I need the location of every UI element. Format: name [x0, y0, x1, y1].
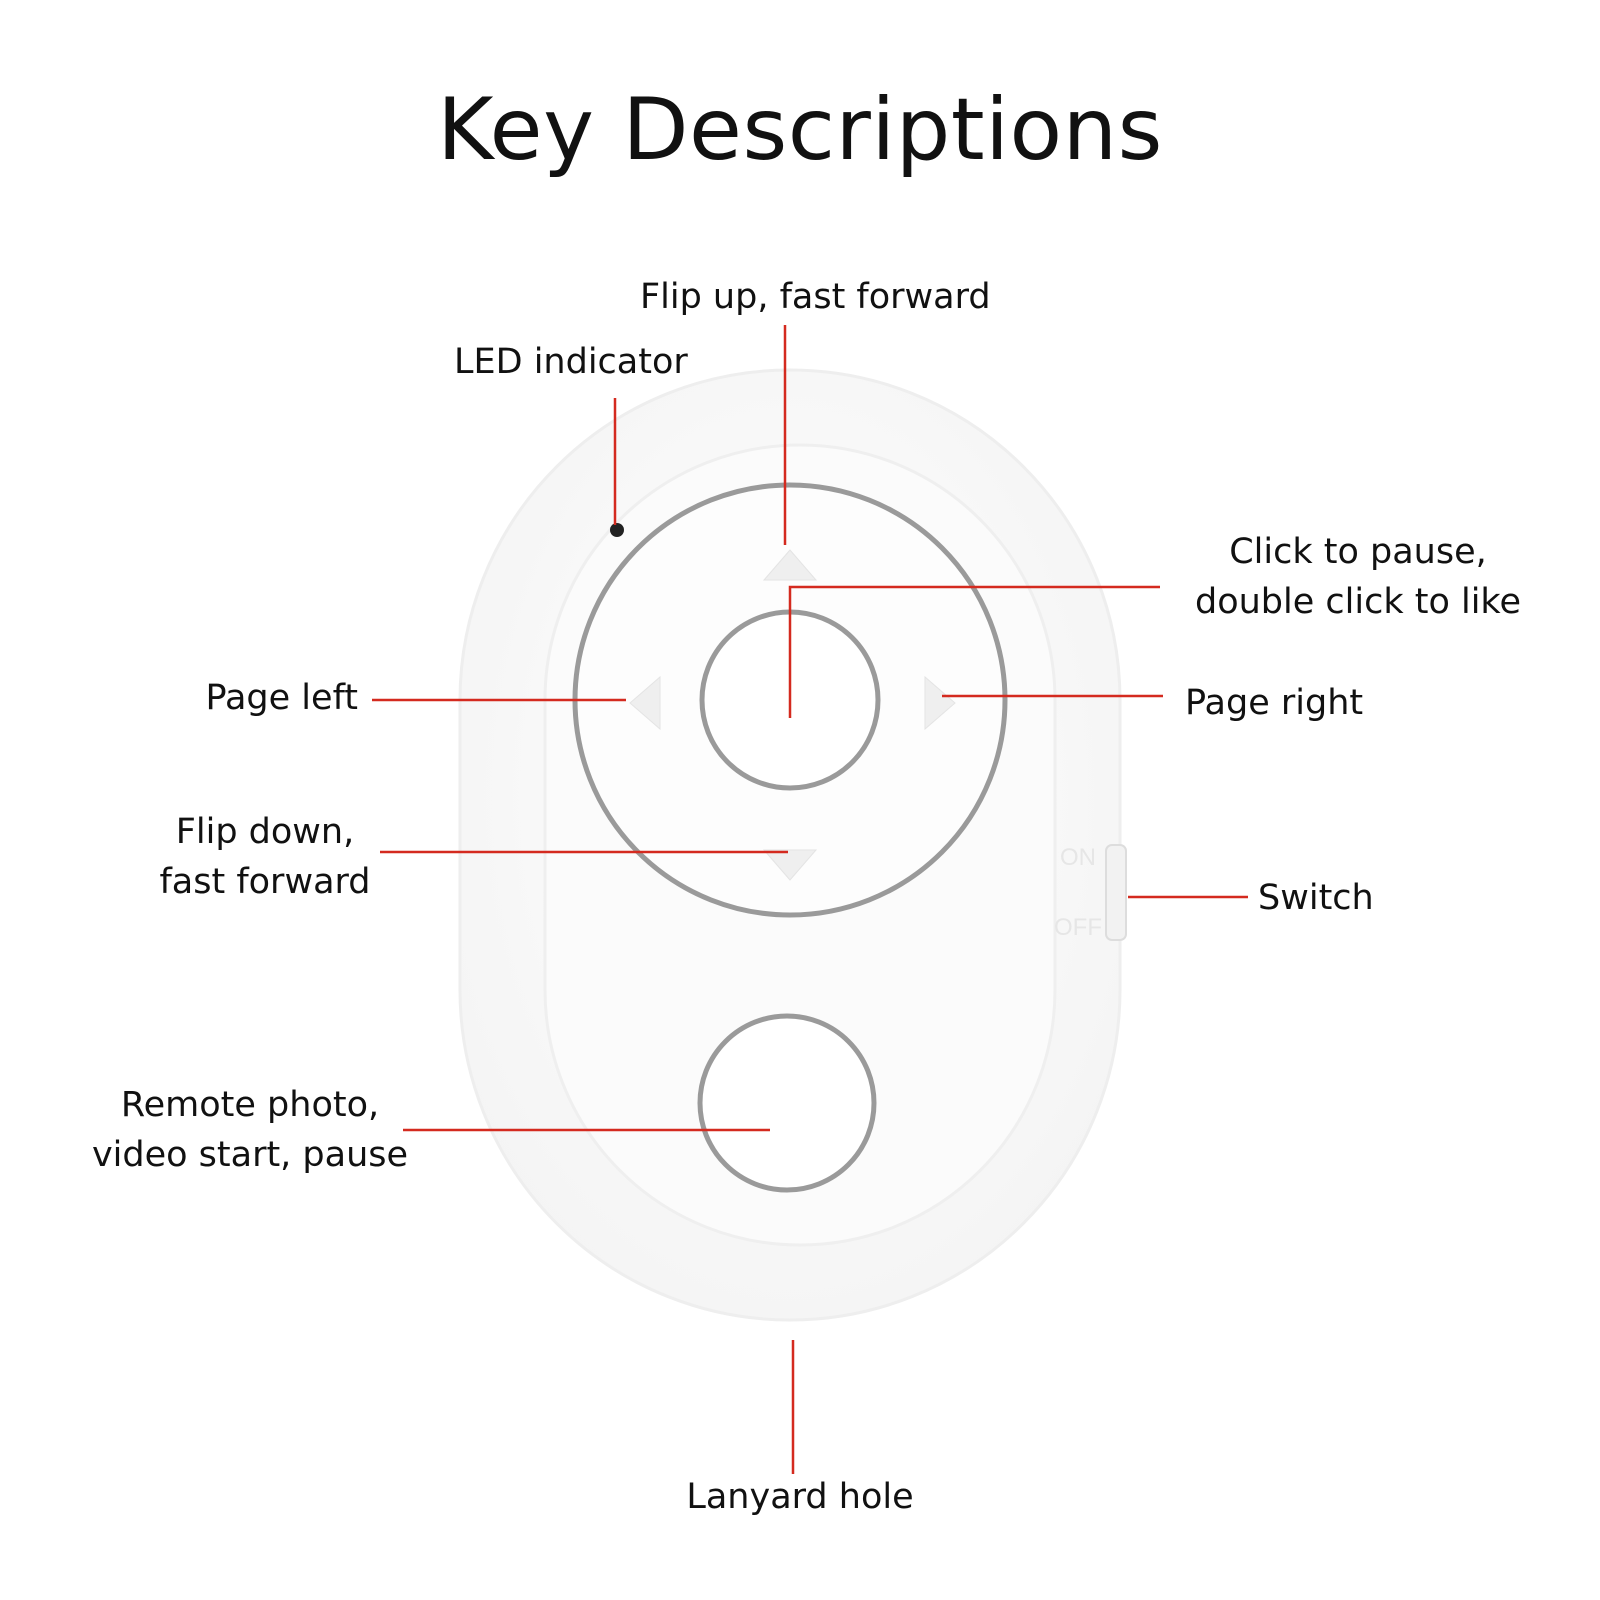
up-arrow-icon [762, 549, 818, 581]
label-lanyard-hole: Lanyard hole [686, 1477, 914, 1517]
down-arrow-icon [762, 849, 818, 881]
label-remote-photo: Remote photo, video start, pause [91, 1085, 409, 1175]
label-led-indicator: LED indicator [454, 342, 688, 382]
left-arrow-icon [629, 675, 661, 731]
label-center-button: Click to pause, double click to like [1194, 532, 1521, 622]
side-switch[interactable] [1105, 844, 1127, 941]
page-title: Key Descriptions [437, 80, 1163, 180]
label-page-right: Page right [1185, 683, 1364, 723]
leader-center [788, 585, 1160, 718]
label-switch: Switch [1258, 878, 1374, 918]
shutter-button[interactable] [697, 1013, 877, 1193]
label-page-left: Page left [205, 678, 358, 718]
label-flip-down: Flip down, fast forward [159, 812, 371, 902]
led-indicator-dot [610, 523, 624, 537]
right-arrow-icon [924, 675, 956, 731]
leader-lines [372, 325, 1248, 1474]
switch-mark-on: ON [1060, 844, 1096, 871]
switch-mark-off: OFF [1054, 914, 1102, 941]
label-flip-up: Flip up, fast forward [640, 277, 991, 317]
